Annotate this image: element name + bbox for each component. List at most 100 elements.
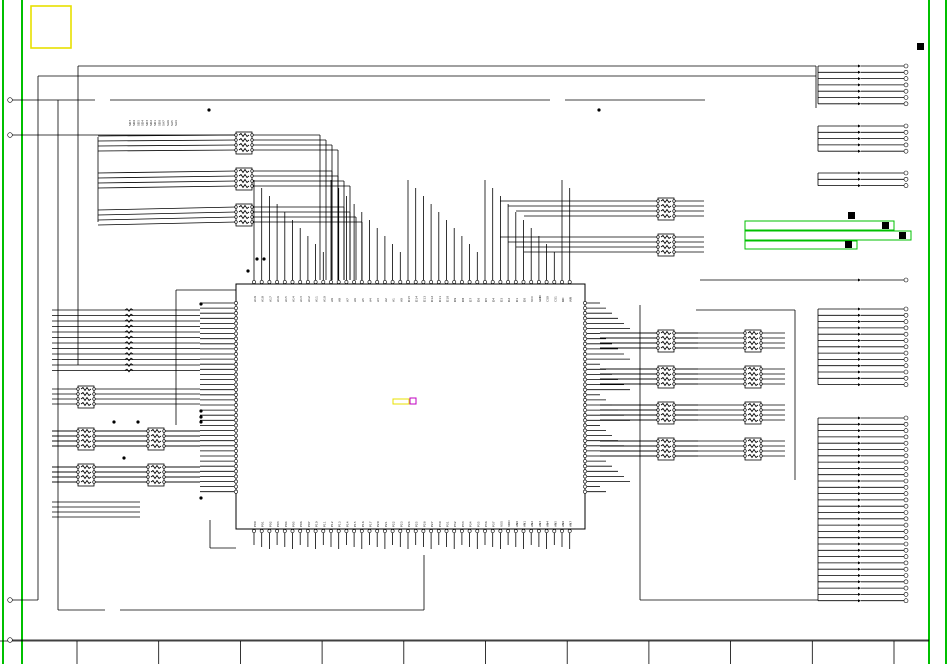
pin-label-top: D10	[446, 296, 450, 302]
ic-pin-right	[583, 403, 587, 407]
resnet-pin	[250, 215, 254, 219]
resnet-pin	[250, 220, 254, 224]
connector-arrow	[858, 523, 861, 527]
resnet-pin	[76, 470, 80, 474]
resistor-zigzag	[747, 376, 759, 382]
connector-pin	[903, 369, 909, 375]
resnet-pin	[656, 413, 660, 417]
ic-pin-bottom	[390, 529, 395, 533]
bus-wire	[97, 175, 237, 179]
pin-label-top: D7	[469, 298, 473, 302]
ic-pin-top	[475, 280, 480, 284]
connector-arrow	[858, 479, 861, 483]
pin-label-bottom: P30	[438, 521, 442, 527]
ic-pin-right	[583, 316, 587, 321]
resnet-pin	[759, 382, 763, 386]
ic-pin-bottom	[483, 529, 487, 533]
pin-label-top: A10	[322, 296, 326, 302]
series-resistor	[124, 341, 134, 345]
resistor-zigzag	[150, 433, 162, 439]
ic-pin-bottom	[506, 529, 511, 533]
connector-pin	[903, 344, 909, 350]
resistor-zigzag	[660, 244, 672, 250]
pin-label-bottom: AN6	[561, 521, 565, 527]
ic-pin-top	[298, 280, 303, 284]
resnet-pin	[234, 133, 238, 137]
pin-label-top: D0	[523, 298, 527, 302]
ic-pin-left	[234, 367, 238, 372]
connector-pin	[903, 319, 909, 324]
resistor-zigzag	[660, 402, 672, 408]
resnet-pin	[76, 402, 80, 406]
ic-pin-bottom	[513, 529, 518, 533]
resistor-zigzag	[238, 147, 250, 153]
connector-pin	[903, 325, 909, 331]
bus-label: SD7	[128, 120, 132, 126]
bus-wire	[97, 144, 237, 147]
ic-pin-left	[234, 459, 238, 464]
bus-label: SD5	[136, 120, 140, 126]
resnet-pin	[743, 341, 747, 345]
ic-pin-bottom	[413, 529, 418, 533]
resnet-pin	[672, 418, 676, 422]
resnet-pin	[672, 403, 676, 407]
pin-label-top: A4	[369, 298, 373, 302]
ic-pin-top	[483, 280, 487, 284]
resnet-pin	[672, 367, 676, 371]
bus-label: SD4	[141, 120, 145, 126]
centre-marker-yellow	[392, 398, 410, 405]
connector-arrow	[858, 580, 861, 584]
black-marker	[848, 212, 855, 219]
resistor-zigzag	[238, 183, 250, 189]
resnet-pin	[92, 444, 96, 448]
resistor-zigzag	[660, 443, 672, 449]
resnet-pin	[759, 444, 763, 448]
bus-wire	[97, 134, 237, 137]
junction-dot	[199, 415, 203, 419]
ic-pin-left	[234, 346, 238, 351]
resnet-upper-right	[657, 197, 675, 221]
ic-pin-bottom	[529, 529, 534, 533]
pin-label-top: A14	[292, 296, 296, 302]
ic-pin-top	[529, 280, 534, 284]
ic-pin-right	[583, 367, 587, 372]
ic-pin-left	[234, 352, 238, 356]
resnet-pin	[759, 336, 763, 340]
ic-pin-left	[234, 443, 238, 448]
ic-pin-left	[234, 418, 238, 423]
series-resistor	[124, 324, 134, 329]
resistor-zigzag	[660, 198, 672, 204]
connector-pin	[903, 306, 909, 312]
ic-pin-right	[583, 433, 587, 438]
junction-dot	[597, 108, 601, 112]
resnet-pin	[656, 199, 660, 203]
resnet-pin	[250, 210, 254, 214]
ic-pin-top	[429, 280, 434, 284]
corner-marker	[30, 5, 72, 49]
ic-pin-left	[234, 438, 238, 443]
resnet-pin	[76, 429, 80, 433]
ic-pin-top	[367, 280, 372, 284]
ic-pin-bottom	[359, 529, 364, 533]
bus-label: SD2	[149, 120, 153, 126]
series-resistor	[124, 308, 134, 312]
connector-arrow	[858, 561, 861, 565]
ic-pin-bottom	[252, 529, 256, 533]
series-resistor	[124, 352, 134, 356]
connector-arrow	[858, 326, 861, 330]
ic-pin-bottom	[567, 529, 572, 533]
connector-pin	[903, 579, 909, 585]
connector-pin	[903, 466, 909, 471]
ic-pin-top	[506, 280, 511, 284]
ic-pin-bottom	[321, 529, 326, 533]
resnet-pin	[656, 382, 660, 386]
junction-dot	[112, 420, 116, 424]
resnet-pin	[759, 331, 763, 335]
ic-pin-left	[234, 331, 238, 336]
connector-pin	[903, 357, 909, 362]
connector-arrow	[858, 64, 861, 68]
resnet-pin	[656, 209, 660, 213]
connector-pin	[903, 177, 909, 182]
ic-pin-top	[513, 280, 518, 284]
resnet-pin	[656, 408, 660, 412]
